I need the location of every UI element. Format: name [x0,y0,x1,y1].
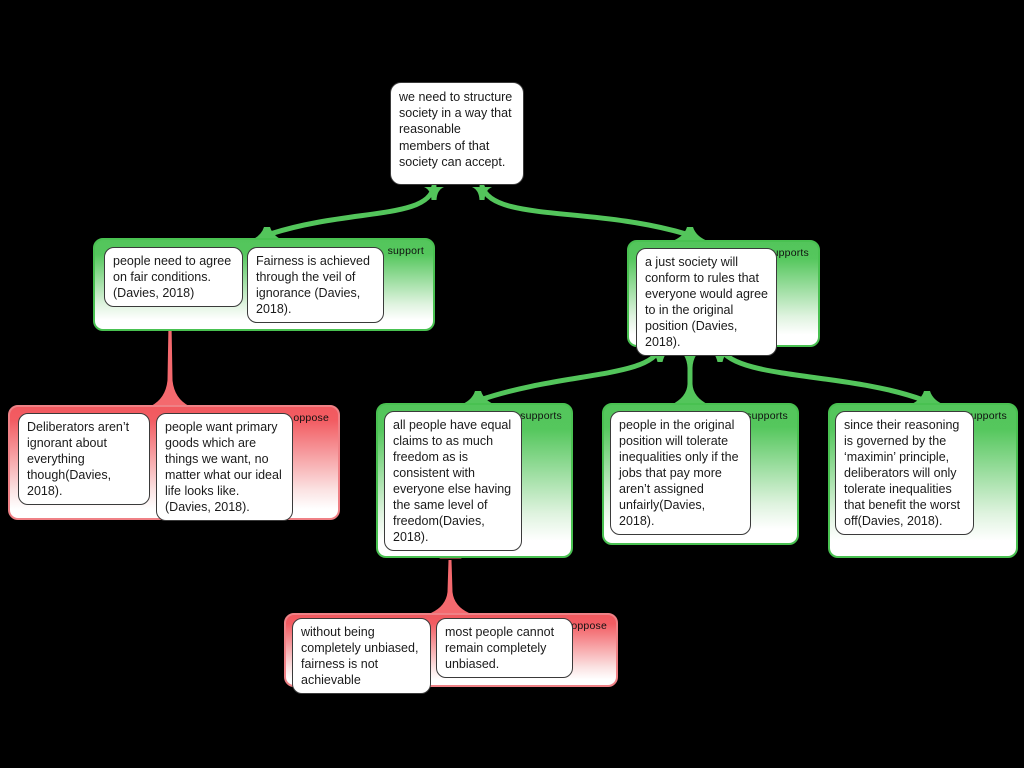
oppose-connector-stems [151,323,469,613]
claim-box[interactable]: since their reasoning is governed by the… [835,411,974,535]
supports-group-freedom: supports all people have equal claims to… [376,403,573,558]
supports-group-just-society: supports a just society will conform to … [627,240,820,356]
claim-box[interactable]: Fairness is achieved through the veil of… [247,247,384,323]
claim-box[interactable]: people in the original position will tol… [610,411,751,535]
root-claim-box[interactable]: we need to structure society in a way th… [390,82,524,185]
claim-box[interactable]: people need to agree on fair conditions.… [104,247,243,307]
claim-box[interactable]: people want primary goods which are thin… [156,413,293,521]
support-group-fair-conditions: support people need to agree on fair con… [93,238,435,331]
claim-box[interactable]: all people have equal claims to as much … [384,411,522,551]
group-label: oppose [571,620,607,632]
claim-box[interactable]: without being completely unbiased, fairn… [292,618,431,694]
oppose-group-deliberators: oppose Deliberators aren’t ignorant abou… [8,405,340,521]
group-label: supports [520,410,562,422]
supports-group-inequalities: supports people in the original position… [602,403,799,545]
group-label: supports [746,410,788,422]
claim-box[interactable]: most people cannot remain completely unb… [436,618,573,678]
group-label: oppose [293,412,329,424]
group-label: supports [767,247,809,259]
group-label: support [387,245,424,257]
claim-box[interactable]: a just society will conform to rules tha… [636,248,777,356]
oppose-group-bias: oppose without being completely unbiased… [284,613,618,694]
claim-box[interactable]: Deliberators aren’t ignorant about every… [18,413,150,505]
support-connector-curves [267,183,926,403]
group-label: supports [965,410,1007,422]
supports-group-maximin: supports since their reasoning is govern… [828,403,1018,558]
